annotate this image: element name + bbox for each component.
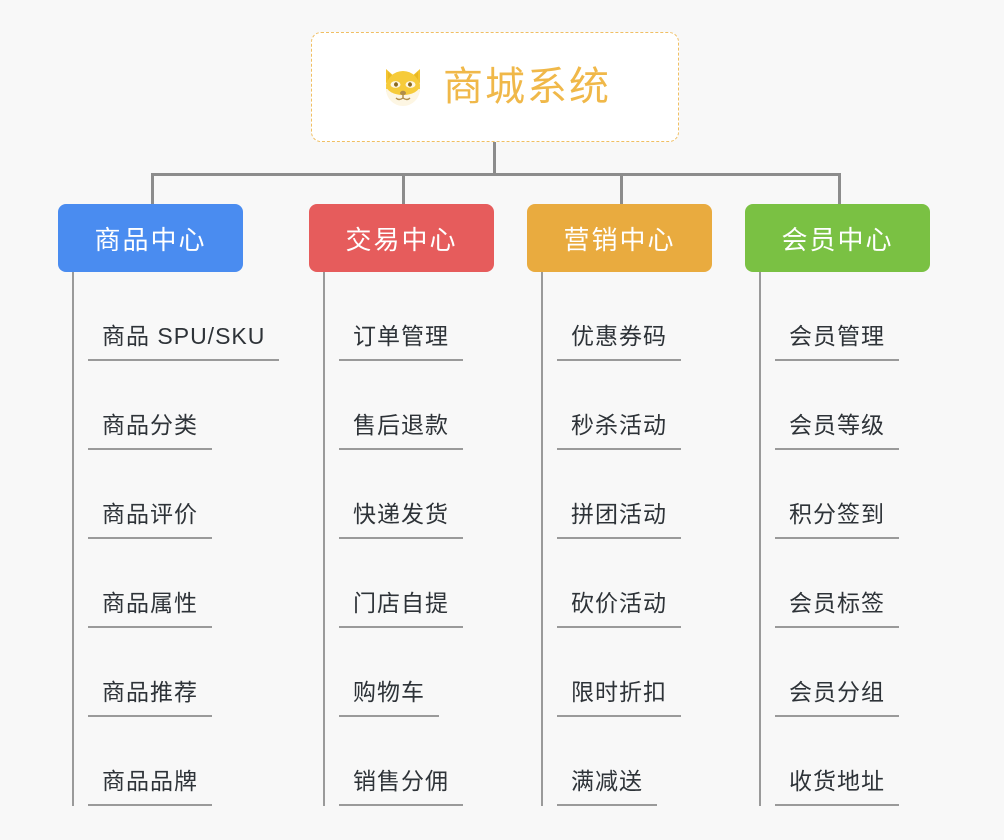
list-item-label: 秒杀活动: [557, 406, 681, 450]
list-item[interactable]: 商品品牌: [58, 717, 279, 806]
list-item-label: 会员管理: [775, 317, 899, 361]
connector-branch-3: [620, 173, 623, 206]
list-item[interactable]: 优惠券码: [527, 272, 712, 361]
connector-branch-1: [151, 173, 154, 206]
list-item-label: 优惠券码: [557, 317, 681, 361]
connector-root-stem: [493, 142, 496, 175]
category-items-2: 优惠券码 秒杀活动 拼团活动 砍价活动 限时折扣 满减送: [527, 272, 712, 806]
list-item[interactable]: 门店自提: [309, 539, 494, 628]
list-item[interactable]: 商品推荐: [58, 628, 279, 717]
list-item[interactable]: 收货地址: [745, 717, 930, 806]
list-item[interactable]: 积分签到: [745, 450, 930, 539]
list-item[interactable]: 售后退款: [309, 361, 494, 450]
list-item[interactable]: 商品评价: [58, 450, 279, 539]
list-item-label: 商品 SPU/SKU: [88, 317, 280, 361]
category-column-0: 商品中心 商品 SPU/SKU 商品分类 商品评价 商品属性 商品推荐 商品品牌: [58, 204, 280, 806]
list-item-label: 商品评价: [88, 495, 212, 539]
list-item[interactable]: 限时折扣: [527, 628, 712, 717]
list-item-label: 销售分佣: [339, 762, 463, 806]
category-stem-0: [72, 272, 74, 806]
list-item-label: 会员等级: [775, 406, 899, 450]
list-item[interactable]: 秒杀活动: [527, 361, 712, 450]
category-header-1[interactable]: 交易中心: [309, 204, 494, 272]
root-title: 商城系统: [443, 65, 611, 109]
list-item[interactable]: 会员标签: [745, 539, 930, 628]
list-item-label: 商品分类: [88, 406, 212, 450]
list-item[interactable]: 拼团活动: [527, 450, 712, 539]
list-item-label: 门店自提: [339, 584, 463, 628]
list-item[interactable]: 快递发货: [309, 450, 494, 539]
list-item[interactable]: 砍价活动: [527, 539, 712, 628]
category-header-0[interactable]: 商品中心: [58, 204, 243, 272]
category-items-3: 会员管理 会员等级 积分签到 会员标签 会员分组 收货地址: [745, 272, 930, 806]
shiba-dog-face-icon: [379, 63, 427, 111]
list-item[interactable]: 会员分组: [745, 628, 930, 717]
list-item-label: 会员标签: [775, 584, 899, 628]
category-column-3: 会员中心 会员管理 会员等级 积分签到 会员标签 会员分组 收货地址: [745, 204, 930, 806]
category-header-3[interactable]: 会员中心: [745, 204, 930, 272]
list-item[interactable]: 满减送: [527, 717, 712, 806]
list-item[interactable]: 商品属性: [58, 539, 279, 628]
list-item-label: 限时折扣: [557, 673, 681, 717]
category-items-0: 商品 SPU/SKU 商品分类 商品评价 商品属性 商品推荐 商品品牌: [58, 272, 280, 806]
list-item[interactable]: 销售分佣: [309, 717, 494, 806]
category-column-1: 交易中心 订单管理 售后退款 快递发货 门店自提 购物车 销售分佣: [309, 204, 494, 806]
category-stem-1: [323, 272, 325, 806]
list-item-label: 售后退款: [339, 406, 463, 450]
category-items-1: 订单管理 售后退款 快递发货 门店自提 购物车 销售分佣: [309, 272, 494, 806]
category-stem-3: [759, 272, 761, 806]
connector-branch-4: [838, 173, 841, 206]
list-item[interactable]: 商品 SPU/SKU: [58, 272, 280, 361]
list-item-label: 会员分组: [775, 673, 899, 717]
list-item-label: 砍价活动: [557, 584, 681, 628]
connector-horizontal-bus: [152, 173, 840, 176]
list-item[interactable]: 购物车: [309, 628, 494, 717]
list-item[interactable]: 订单管理: [309, 272, 494, 361]
list-item-label: 商品属性: [88, 584, 212, 628]
list-item-label: 商品推荐: [88, 673, 212, 717]
connector-branch-2: [402, 173, 405, 206]
root-node[interactable]: 商城系统: [311, 32, 679, 142]
list-item[interactable]: 会员等级: [745, 361, 930, 450]
category-column-2: 营销中心 优惠券码 秒杀活动 拼团活动 砍价活动 限时折扣 满减送: [527, 204, 712, 806]
list-item[interactable]: 会员管理: [745, 272, 930, 361]
category-header-2[interactable]: 营销中心: [527, 204, 712, 272]
list-item-label: 订单管理: [339, 317, 463, 361]
list-item-label: 满减送: [557, 762, 657, 806]
list-item-label: 收货地址: [775, 762, 899, 806]
list-item-label: 购物车: [339, 673, 439, 717]
category-stem-2: [541, 272, 543, 806]
list-item[interactable]: 商品分类: [58, 361, 279, 450]
list-item-label: 积分签到: [775, 495, 899, 539]
list-item-label: 快递发货: [339, 495, 463, 539]
list-item-label: 商品品牌: [88, 762, 212, 806]
list-item-label: 拼团活动: [557, 495, 681, 539]
